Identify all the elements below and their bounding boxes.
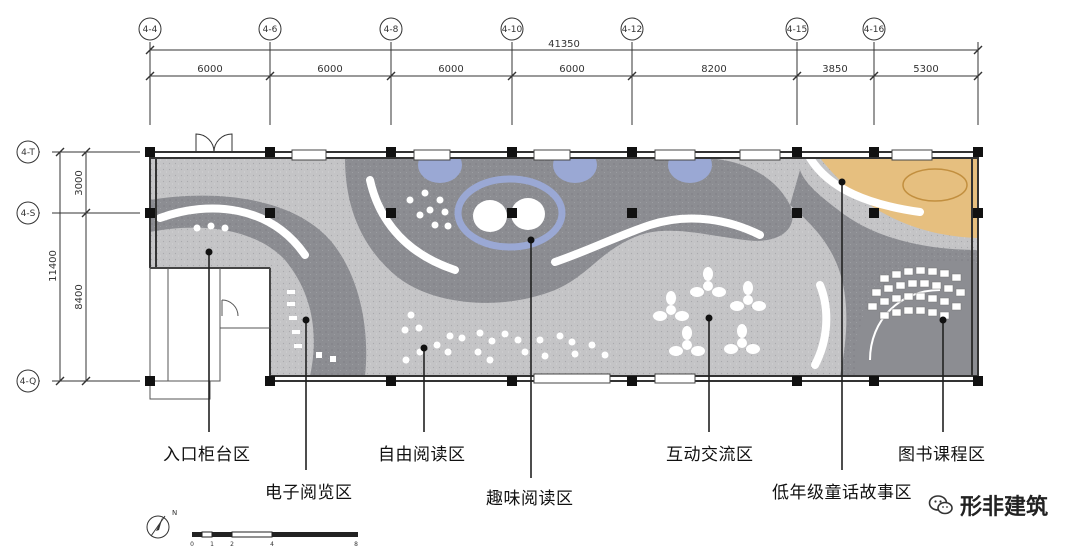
dim-segment: 6000 (559, 64, 584, 75)
dark-circulation-band (150, 195, 367, 376)
left-total-dimension: 11400 (48, 250, 59, 282)
window-openings (291, 149, 933, 384)
axis-bubble: 4-S (16, 201, 40, 225)
zone-label-book-course: 图书课程区 (898, 445, 986, 465)
svg-text:4-15: 4-15 (787, 25, 807, 35)
dim-segment: 6000 (197, 64, 222, 75)
top-dimension-ticks (145, 45, 983, 81)
zone-label-e-reading: 电子阅览区 (265, 483, 353, 503)
scale-tick: 4 (270, 541, 274, 548)
left-segment-dimension: 3000 (74, 170, 85, 195)
svg-text:4-4: 4-4 (143, 25, 158, 35)
reading-pod (473, 200, 507, 232)
svg-text:4-10: 4-10 (502, 25, 523, 35)
svg-text:4-16: 4-16 (864, 25, 885, 35)
blue-pod (418, 158, 462, 183)
svg-text:4-12: 4-12 (622, 25, 642, 35)
dim-segment: 8200 (701, 64, 726, 75)
axis-bubble: 4-12 (620, 17, 644, 41)
top-axis-bubbles: 4-4 4-6 4-8 4-10 4-12 4-15 4-16 (138, 17, 886, 41)
story-stage (902, 168, 968, 202)
zone-label-entrance: 入口柜台区 (163, 445, 251, 465)
scale-tick: 1 (210, 541, 214, 548)
leader-dots (205, 178, 947, 352)
svg-text:4-Q: 4-Q (20, 377, 36, 387)
brand-name: 形非建筑 (959, 495, 1048, 520)
left-dimension-lines (18, 151, 140, 382)
scale-tick: 8 (354, 541, 358, 548)
zone-label-fun-reading: 趣味阅读区 (486, 489, 574, 509)
axis-bubble: 4-T (16, 140, 40, 164)
top-segment-dimensions: 6000 6000 6000 6000 8200 3850 5300 (197, 64, 938, 75)
axis-bubble: 4-6 (258, 17, 282, 41)
axis-bubble: 4-4 (138, 17, 162, 41)
dim-segment: 5300 (913, 64, 938, 75)
zone-label-interactive: 互动交流区 (666, 445, 754, 465)
lower-left-rooms (149, 267, 271, 400)
curved-benches (156, 154, 924, 369)
blue-ring (454, 175, 566, 251)
left-axis-bubbles: 4-T 4-S 4-Q (16, 140, 40, 393)
entrance-door (195, 133, 233, 153)
fun-reading-seats (406, 189, 452, 230)
wechat-icon (928, 495, 953, 515)
blue-pod (553, 158, 597, 183)
free-reading-seats (401, 311, 609, 364)
scale-tick: 0 (190, 541, 194, 548)
svg-text:4-8: 4-8 (384, 25, 399, 35)
axis-bubble: 4-16 (862, 17, 886, 41)
zone-label-storytelling: 低年级童话故事区 (772, 483, 912, 503)
axis-bubble: 4-10 (500, 17, 524, 41)
svg-text:4-T: 4-T (21, 148, 35, 158)
wood-story-area (820, 158, 978, 238)
dim-segment: 3850 (822, 64, 847, 75)
leader-lines (208, 182, 944, 478)
svg-text:4-6: 4-6 (263, 25, 278, 35)
scale-tick: 2 (230, 541, 234, 548)
axis-bubble: 4-Q (16, 369, 40, 393)
book-course-amphitheatre (854, 260, 978, 376)
north-arrow: N (146, 509, 177, 539)
brand-watermark: 形非建筑 (928, 489, 1048, 521)
entrance-seats (193, 222, 229, 232)
reading-pod (511, 198, 545, 230)
blue-pod (668, 158, 712, 183)
e-reading-stools (287, 290, 336, 362)
dim-segment: 6000 (317, 64, 342, 75)
top-total-dimension: 41350 (548, 39, 580, 50)
left-dimension-ticks (55, 147, 91, 386)
interactive-tables (653, 267, 766, 356)
zone-label-free-reading: 自由阅读区 (378, 445, 466, 465)
north-label: N (172, 509, 177, 517)
axis-bubble: 4-8 (379, 17, 403, 41)
svg-text:4-S: 4-S (21, 209, 36, 219)
axis-bubble: 4-15 (785, 17, 809, 41)
scale-bar: 0 1 2 4 8 (190, 531, 358, 548)
dim-segment: 6000 (438, 64, 463, 75)
left-segment-dimension: 8400 (74, 284, 85, 309)
structural-columns (145, 147, 983, 386)
